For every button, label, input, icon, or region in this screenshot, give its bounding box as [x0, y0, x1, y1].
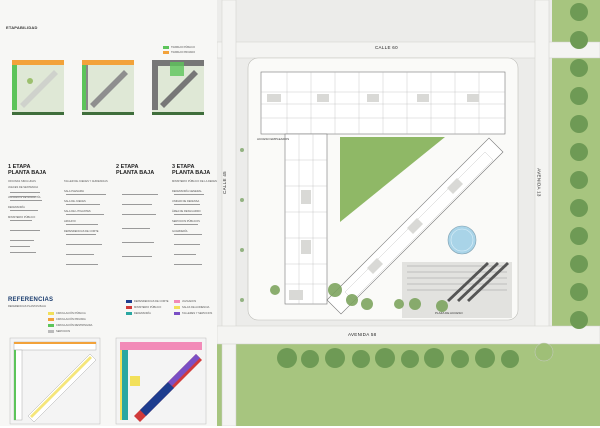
bottom-tree-row — [277, 348, 519, 368]
legend-label-2: TRABAJO PRIVADO — [171, 50, 196, 54]
ref-item: SERVICIOS — [56, 329, 71, 333]
phase-3-line2: PLANTA BAJA — [172, 170, 211, 176]
phase-2-item: ARCHIVO — [64, 220, 76, 223]
west-wing — [284, 133, 328, 305]
left-panel: ETAPABILIDAD TRABAJO PÚBLICO TRABAJO PRI… — [0, 0, 221, 426]
site-plan-panel: CALLE 60 AVENIDA 58 CALLE 45 AVENIDA 13 … — [217, 0, 600, 426]
phasing-title: ETAPABILIDAD — [6, 25, 38, 30]
list-detail-lines — [10, 192, 204, 265]
reference-plan-1 — [9, 337, 101, 425]
ref-item: CIRCULACIÓN PRIVADA — [56, 317, 86, 321]
access-label: ACCESO EMPLEADOS — [257, 137, 290, 141]
phase-1-line1: 1 ETAPA — [8, 164, 31, 170]
phase-1-item: JUECES DE SENTENCIA — [8, 186, 39, 189]
phase-1-heading: 1 ETAPA PLANTA BAJA — [8, 164, 46, 176]
plaza-label: PLAZA DE ACCESO — [435, 311, 463, 315]
phase-2-item: TALLER DE JUECES Y AUDIENCIAS — [64, 180, 108, 183]
phase-3-item: UNIDAD DE DEFENSA — [172, 200, 200, 203]
phase-3-item: SERVICIOS PÚBLICOS — [172, 220, 200, 223]
phase-thumbnails — [12, 60, 204, 115]
street-top-label: CALLE 60 — [375, 45, 398, 50]
legend-swatch-orange — [163, 51, 169, 54]
phase-3-heading: 3 ETAPA PLANTA BAJA — [172, 164, 210, 176]
phase-3-thumbnail — [152, 60, 204, 115]
phase-1-item: OFICINAS SINCLUDAS — [8, 180, 36, 183]
phase-2-line2: PLANTA BAJA — [116, 170, 155, 176]
phase-1-item: MINISTERIO PÚBLICO — [8, 216, 36, 219]
right-tree-column — [570, 3, 588, 329]
phase-2-item: DEPENDENCIAS DE CORTE — [64, 230, 99, 233]
phase-1-line2: PLANTA BAJA — [8, 170, 47, 176]
phase-1-item: DEFENSORÍA — [8, 206, 25, 209]
ref-item: CIRCULACIÓN RESTRINGIDA — [56, 323, 93, 327]
phase-2-item: SALA PLENARIA — [64, 190, 85, 193]
phase-3-item: DEFENSORÍA GENERAL — [172, 190, 202, 193]
ref-item: MINISTERIO PÚBLICO — [134, 305, 162, 309]
water-pool — [447, 225, 477, 255]
courtyard-grass — [340, 137, 445, 222]
street-right-label: AVENIDA 13 — [536, 168, 542, 197]
site-plan — [217, 0, 600, 426]
phase-3-item: GUARDERÍA — [172, 230, 188, 233]
phase-2-item: SALA DE LITIGANTES — [64, 210, 91, 213]
phase-1-item: JUZGADOS DE GARANTÍA — [8, 196, 41, 199]
reference-plan-2 — [115, 337, 207, 425]
legend-label-1: TRABAJO PÚBLICO — [171, 45, 196, 49]
ref-item: JUZGADOS — [182, 299, 197, 303]
legend-swatch-green — [163, 46, 169, 49]
street-bottom-label: AVENIDA 58 — [348, 332, 377, 337]
phase-1-thumbnail — [12, 60, 64, 115]
phase-2-heading: 2 ETAPA PLANTA BAJA — [116, 164, 154, 176]
street-left-label: CALLE 45 — [221, 171, 227, 194]
phase-2-thumbnail — [82, 60, 134, 115]
references-subtitle: REFERENCIAS PLANTAS BAJA — [8, 305, 47, 308]
phase-2-line1: 2 ETAPA — [116, 164, 139, 170]
references-block: CIRCULACIÓN PÚBLICA CIRCULACIÓN PRIVADA … — [8, 300, 212, 425]
phase-2-item: SALA DE JUECES — [64, 200, 86, 203]
reference-plans — [9, 337, 207, 425]
ref-item: CIRCULACIÓN PÚBLICA — [56, 311, 86, 315]
phase-3-item: MINISTERIO PÚBLICO DE LA DEFENSA — [172, 180, 221, 183]
ref-item: DEPENDENCIAS DE CORTE — [134, 299, 169, 303]
phase-3-item: ÁREA DE RESGUARDO — [172, 210, 201, 213]
phase-3-line1: 3 ETAPA — [172, 164, 195, 170]
ref-item: TALLERES Y SERVICIOS — [182, 311, 213, 315]
lower-park — [217, 330, 600, 426]
ref-item: SALAS DE AUDIENCIA — [182, 305, 210, 309]
ref-item: DEFENSORÍA — [134, 311, 151, 315]
references-title: REFERENCIAS — [8, 297, 54, 303]
